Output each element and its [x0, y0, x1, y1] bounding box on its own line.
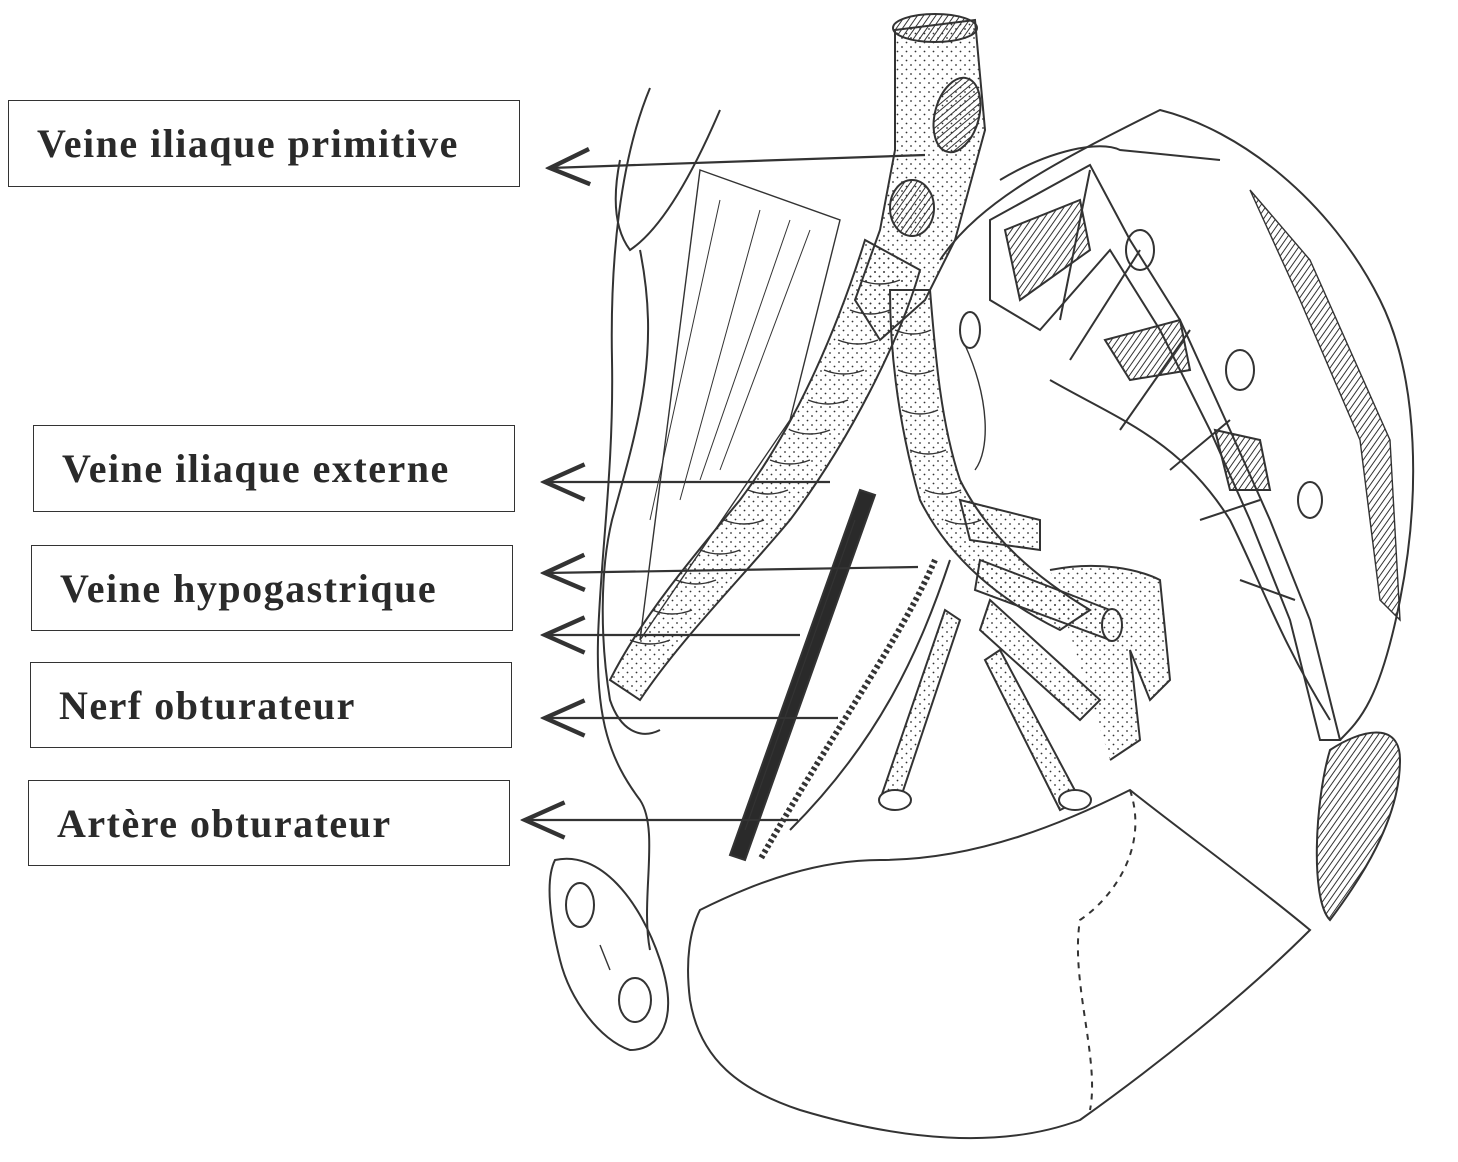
label-obturator-artery: Artère obturateur [28, 780, 510, 866]
pubic-symphysis [550, 859, 669, 1050]
leader-common-iliac [550, 155, 925, 168]
pelvic-floor [688, 790, 1310, 1138]
coccyx [1317, 733, 1400, 921]
label-obturator-nerve: Nerf obturateur [30, 662, 512, 748]
external-iliac-vein [610, 240, 920, 700]
label-external-iliac-vein: Veine iliaque externe [33, 425, 515, 512]
label-hypogastric-vein: Veine hypogastrique [31, 545, 513, 631]
iliac-wing-outline [616, 110, 720, 250]
label-common-iliac-vein: Veine iliaque primitive [8, 100, 520, 187]
